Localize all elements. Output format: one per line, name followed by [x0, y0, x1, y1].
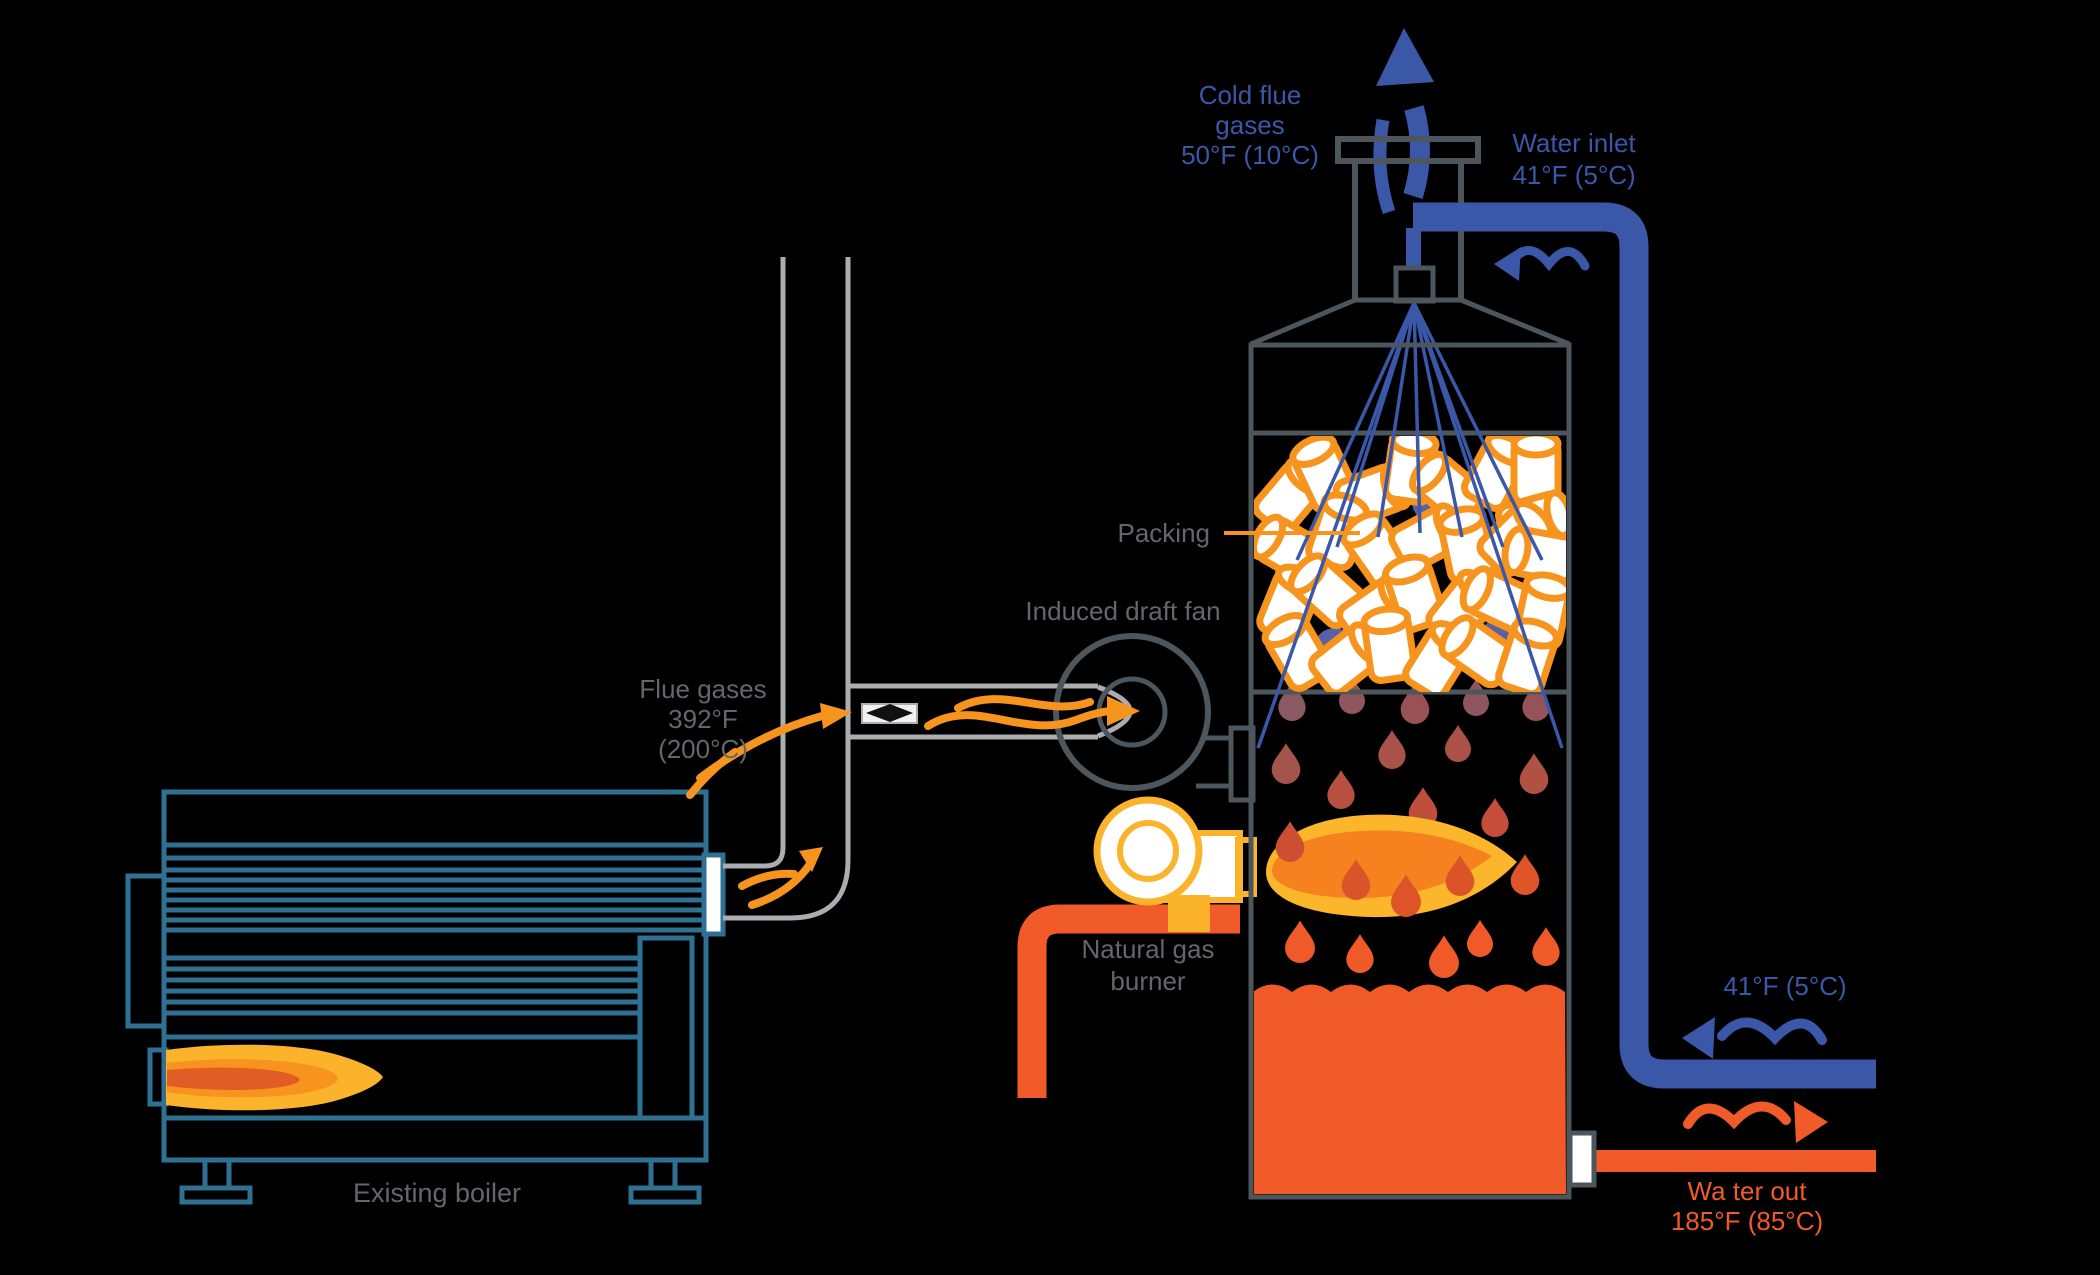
water-out-arrow — [1683, 1101, 1828, 1143]
label-water-out-2: 185°F (85°C) — [1671, 1206, 1823, 1236]
packing-rings — [1247, 428, 1578, 700]
label-cold-flue-gases-2: gases — [1215, 110, 1284, 140]
label-flue-gases-1: Flue gases — [639, 674, 766, 704]
packing-bed — [1247, 428, 1578, 700]
damper-valve — [861, 703, 918, 724]
condensate-droplets — [1271, 677, 1550, 837]
boiler-flame — [166, 1044, 383, 1111]
label-water-inlet-1: Water inlet — [1512, 128, 1636, 158]
label-cold-flue-gases-3: 50°F (10°C) — [1181, 140, 1319, 170]
burner-base — [1168, 895, 1210, 932]
label-existing-boiler: Existing boiler — [353, 1178, 521, 1208]
boiler-rear-passage — [637, 935, 695, 1121]
flue-duct — [723, 257, 1133, 921]
boiler-legs — [179, 1157, 702, 1205]
boiler-middle-tube-bundle — [164, 955, 640, 1016]
hot-water-pool — [1254, 984, 1566, 1194]
fan-housing — [1053, 633, 1211, 791]
water-out-pipe — [1592, 1150, 1876, 1172]
label-natural-gas-burner-2: burner — [1110, 966, 1185, 996]
label-water-return-temp: 41°F (5°C) — [1723, 971, 1846, 1001]
scrubber-column — [1248, 160, 1572, 1200]
label-water-out-1: Wa ter out — [1688, 1176, 1808, 1206]
boiler-front-box — [125, 873, 167, 1029]
water-flow-arrows — [1494, 246, 1827, 1059]
label-water-inlet-2: 41°F (5°C) — [1512, 160, 1635, 190]
cold-gas-exit-arrow — [1373, 28, 1434, 215]
boiler-upper-tube-bundle — [164, 855, 706, 933]
stack-cap — [1335, 136, 1481, 164]
burner-flange — [1235, 837, 1257, 897]
label-flue-gases-3: (200°C) — [658, 734, 748, 764]
column-section-lines — [1251, 430, 1569, 695]
damper-disc — [866, 704, 913, 722]
label-flue-gases-2: 392°F — [668, 704, 738, 734]
label-induced-draft-fan: Induced draft fan — [1025, 596, 1220, 626]
natural-gas-burner — [1093, 796, 1257, 932]
label-natural-gas-burner-1: Natural gas — [1082, 934, 1215, 964]
column-internals — [1254, 677, 1566, 1194]
gas-pipe — [1017, 904, 1240, 1098]
flue-gas-flow-arrows — [686, 695, 1140, 909]
water-out-port — [1567, 1130, 1597, 1188]
boiler-burner-flange — [147, 1047, 169, 1107]
spray-nozzle — [1393, 265, 1436, 304]
label-cold-flue-gases-1: Cold flue — [1199, 80, 1302, 110]
boiler-flue-outlet — [701, 852, 726, 937]
water-inlet-pipe — [1413, 202, 1876, 1089]
existing-boiler — [125, 789, 709, 1205]
column-shell — [1248, 342, 1572, 1200]
nozzle-feed-pipe — [1406, 228, 1421, 270]
label-packing: Packing — [1118, 518, 1211, 548]
